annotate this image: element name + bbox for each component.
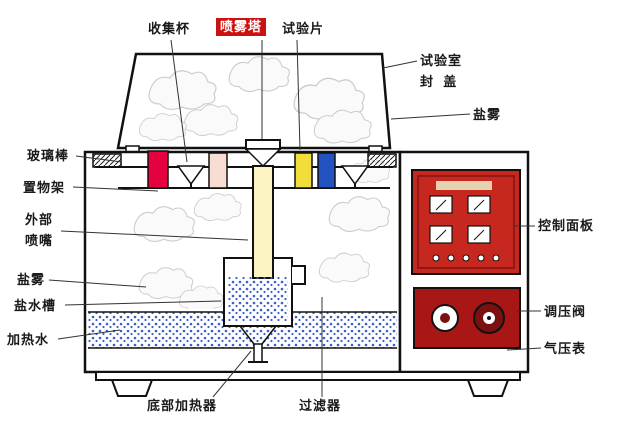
label-test-piece: 试验片	[282, 21, 325, 36]
meter-needles	[435, 199, 485, 241]
label-glass-rod: 玻璃棒	[27, 148, 70, 163]
leader-salt-water-tank	[64, 300, 222, 306]
label-spray-tower: 喷雾塔	[216, 18, 267, 36]
label-external-nozzle-line2: 喷嘴	[25, 233, 54, 248]
leader-glass-rod	[75, 155, 123, 163]
leader-collection-cup	[170, 39, 188, 163]
sample-pink	[208, 152, 228, 189]
collection-cup-right	[340, 165, 370, 186]
label-chamber-cover-line2: 封 盖	[420, 74, 458, 89]
label-pressure-valve: 调压阀	[544, 304, 587, 319]
collection-cup-left	[176, 165, 206, 186]
label-pressure-gauge: 气压表	[544, 341, 587, 356]
leader-salt-mist-left	[48, 279, 147, 288]
rim-brackets	[92, 153, 397, 168]
valve-panel-unit	[413, 287, 521, 349]
label-external-nozzle-line1: 外部	[25, 212, 54, 227]
label-salt-water-tank: 盐水槽	[14, 298, 57, 313]
beaker-spout	[292, 265, 306, 285]
leader-heating-water	[57, 329, 121, 340]
beaker-liquid	[228, 277, 288, 322]
label-salt-mist-left: 盐雾	[17, 272, 46, 287]
drain-filter-stem	[239, 325, 277, 363]
label-salt-mist-right: 盐雾	[473, 107, 502, 122]
label-chamber-cover: 试验室 封 盖	[420, 50, 462, 92]
control-panel-unit	[411, 169, 521, 275]
spray-tower	[244, 139, 282, 279]
label-filter: 过滤器	[299, 398, 342, 413]
label-bottom-heater: 底部加热器	[147, 398, 218, 413]
air-pressure-gauge-dial	[431, 304, 459, 332]
leader-salt-mist-right	[390, 113, 471, 120]
sample-red	[147, 150, 169, 189]
label-chamber-cover-line1: 试验室	[420, 53, 463, 68]
label-heating-water: 加热水	[7, 332, 50, 347]
label-control-panel: 控制面板	[538, 218, 595, 233]
leader-bottom-heater	[212, 350, 252, 398]
label-external-nozzle: 外部 喷嘴	[25, 209, 53, 251]
leader-shelf-rack	[72, 186, 159, 192]
test-samples	[147, 150, 370, 189]
spray-tower-column	[252, 165, 274, 279]
leader-pressure-gauge	[506, 347, 542, 351]
sample-yellow	[294, 152, 313, 189]
panel-buttons	[432, 254, 500, 262]
label-shelf-rack: 置物架	[23, 180, 66, 195]
label-collection-cup: 收集杯	[148, 21, 191, 36]
pressure-valve-knob	[473, 302, 505, 334]
sample-blue	[317, 152, 336, 189]
leader-lines	[48, 39, 542, 398]
leader-test-piece	[296, 39, 301, 151]
leader-chamber-cover	[382, 60, 418, 69]
leader-external-nozzle	[60, 230, 249, 241]
machine-legs	[95, 371, 521, 397]
panel-title-strip	[436, 181, 492, 190]
